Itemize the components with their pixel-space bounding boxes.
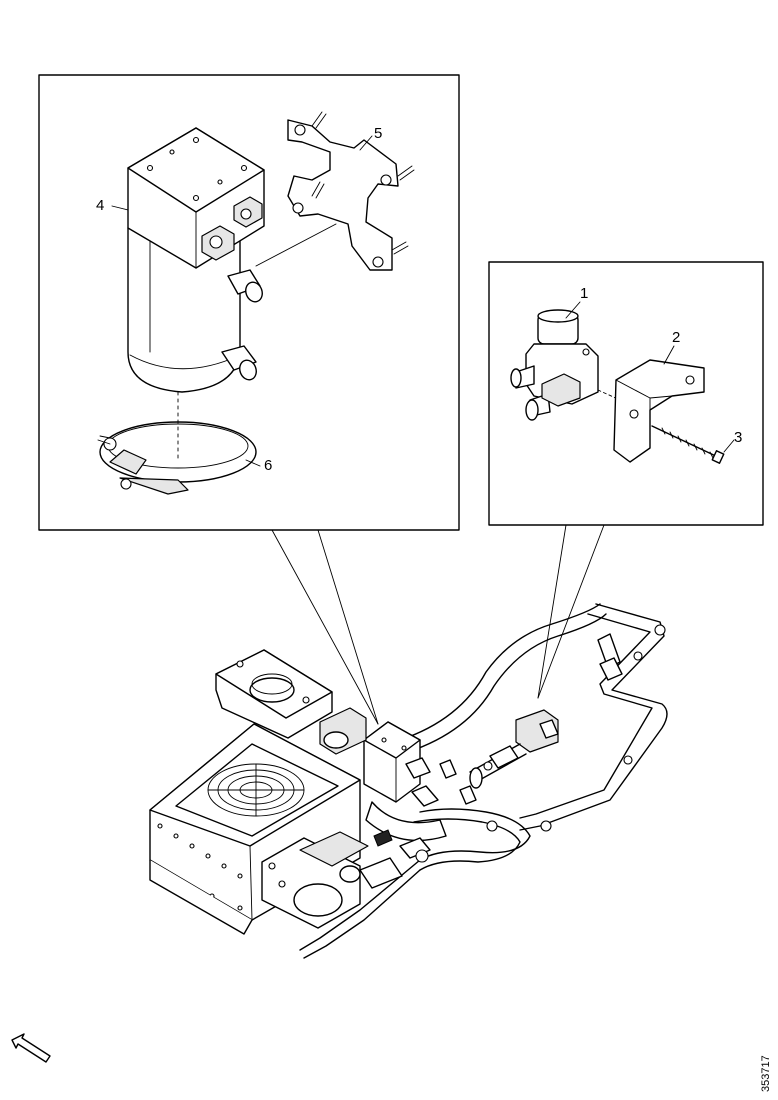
callout-1: 1 <box>580 285 588 302</box>
bracket-part-2 <box>613 345 705 463</box>
direction-arrow-icon <box>11 1033 51 1063</box>
canister-part-4 <box>127 127 265 393</box>
callout-6: 6 <box>264 457 272 474</box>
bracket-part-5 <box>255 111 415 271</box>
callout-pointers <box>271 524 605 725</box>
callout-2: 2 <box>672 329 680 346</box>
callout-4: 4 <box>96 197 104 214</box>
detail-box-left <box>38 74 460 531</box>
heater-main-assembly <box>149 603 668 959</box>
clamp-part-6 <box>97 391 257 495</box>
valve-part-1 <box>510 301 621 421</box>
document-number: 353717 <box>760 1055 772 1092</box>
callout-3: 3 <box>734 429 742 446</box>
detail-box-right <box>488 261 764 526</box>
screw-part-3 <box>651 425 735 464</box>
callout-5: 5 <box>374 125 382 142</box>
